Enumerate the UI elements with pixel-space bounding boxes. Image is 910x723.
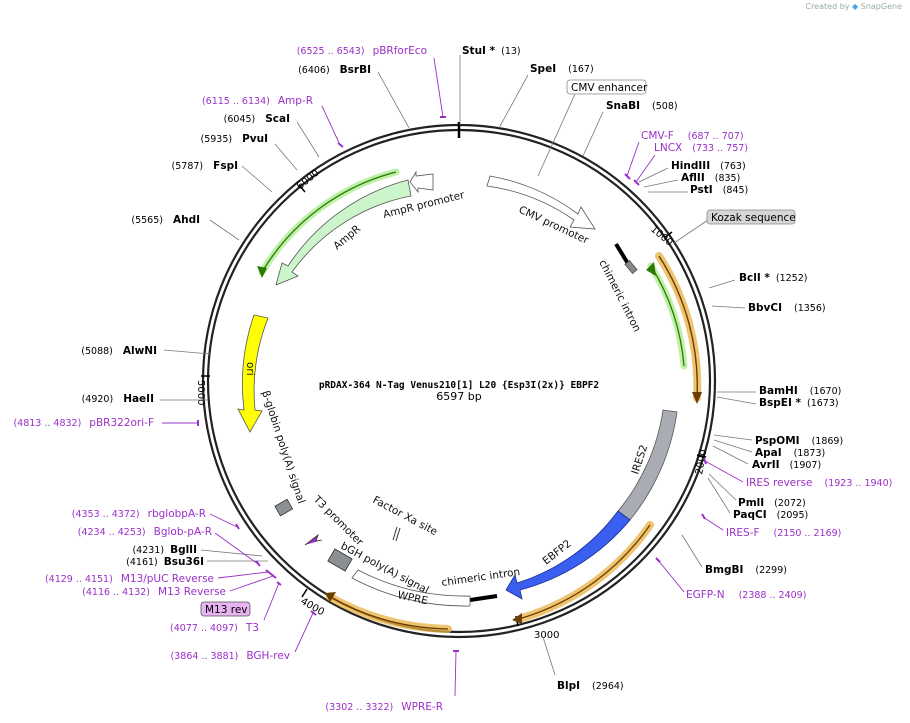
- site-pspomi[interactable]: PspOMI(1869): [755, 435, 843, 447]
- cmv-enhancer-leader: [537, 93, 576, 177]
- m13rev-box[interactable]: [200, 601, 251, 617]
- beta-globin-feature[interactable]: [274, 498, 294, 517]
- primer-cmv-f[interactable]: CMV-F(687 .. 707): [641, 130, 744, 142]
- ires2-feature[interactable]: [617, 409, 678, 521]
- wpre-orf-arrowhead: [325, 592, 336, 602]
- site-bglii[interactable]: (4231)BglII: [132, 544, 197, 556]
- site-blpi[interactable]: BlpI(2964): [557, 680, 624, 692]
- primer-m13-puc-reverse[interactable]: (4129 .. 4151)M13/pUC Reverse: [45, 573, 214, 585]
- site-bmgbi[interactable]: BmgBI(2299): [705, 564, 787, 576]
- primer-m13-reverse[interactable]: (4116 .. 4132)M13 Reverse: [82, 586, 226, 598]
- kozak-label: Kozak sequence: [711, 212, 796, 224]
- site-aflii[interactable]: AflII(835): [681, 172, 740, 184]
- ebfp2-feature[interactable]: [505, 510, 631, 600]
- kozak-box[interactable]: [706, 209, 796, 225]
- primer-leaders: [162, 57, 744, 697]
- primer-ires-reverse[interactable]: IRES reverse(1923 .. 1940): [746, 477, 892, 489]
- wpre-feature[interactable]: [351, 569, 471, 607]
- primer-pbr322ori-f[interactable]: (4813 .. 4832)pBR322ori-F: [13, 417, 154, 429]
- site-ahdi[interactable]: (5565)AhdI: [131, 214, 200, 226]
- m13rev-label: M13 rev: [205, 604, 248, 616]
- site-bbvci[interactable]: BbvCI(1356): [748, 302, 826, 314]
- ruler-label-5000: 5000: [195, 380, 206, 405]
- venus-orf-arrowhead: [692, 392, 702, 404]
- site-bsu36i[interactable]: (4161)Bsu36I: [126, 556, 204, 568]
- cmv-promoter-feature[interactable]: [486, 175, 596, 230]
- venus-inner-arrowhead: [646, 262, 656, 276]
- primer-egfp-n[interactable]: EGFP-N(2388 .. 2409): [686, 589, 806, 601]
- site-stui[interactable]: StuI *(13): [462, 45, 521, 57]
- site-avrii[interactable]: AvrII(1907): [752, 459, 821, 471]
- ruler-label-6000: 6000: [295, 168, 322, 193]
- beta-globin-label: β-globin poly(A) signal: [259, 389, 307, 505]
- ampr-promoter-feature[interactable]: [409, 170, 434, 194]
- venus-inner-line: [650, 265, 685, 367]
- ori-label: ori: [244, 362, 256, 376]
- factor-xa-label: Factor Xa site: [371, 494, 440, 538]
- wpre-orf-line: [329, 596, 449, 630]
- primer-amp-r[interactable]: (6115 .. 6134)Amp-R: [202, 95, 313, 107]
- credit-brand: SnapGene: [860, 2, 902, 11]
- site-bcli[interactable]: BclI *(1252): [739, 272, 807, 284]
- site-hindiii[interactable]: HindIII(763): [671, 160, 746, 172]
- site-pmli[interactable]: PmlI(2072): [738, 497, 806, 509]
- bgh-polya-feature[interactable]: [327, 548, 353, 572]
- ruler-label-1000: 1000: [648, 224, 675, 249]
- site-spei[interactable]: SpeI(167): [530, 63, 594, 75]
- egfp-orf-arrowhead: [512, 613, 522, 624]
- primer-t3[interactable]: (4077 .. 4097)T3: [170, 622, 259, 634]
- factor-xa-mark[interactable]: [392, 526, 398, 541]
- venus-orf-line: [658, 255, 698, 399]
- ruler-label-3000: 3000: [534, 630, 559, 641]
- site-pvui[interactable]: (5935)PvuI: [200, 133, 268, 145]
- factor-xa-mark-2: [395, 527, 401, 542]
- site-snabi[interactable]: SnaBI(508): [606, 100, 678, 112]
- primer-pbrforeco[interactable]: (6525 .. 6543)pBRforEco: [297, 45, 427, 57]
- primer-bglob-pa-r[interactable]: (4234 .. 4253)Bglob-pA-R: [78, 526, 212, 538]
- ampr-feature[interactable]: [275, 179, 412, 286]
- primer-lncx[interactable]: LNCX(733 .. 757): [654, 142, 748, 154]
- ampr-orf-arrowhead: [257, 266, 267, 278]
- primer-ires-f[interactable]: IRES-F(2150 .. 2169): [726, 527, 841, 539]
- site-fspi[interactable]: (5787)FspI: [172, 160, 238, 172]
- site-haeii[interactable]: (4920)HaeII: [82, 393, 154, 405]
- site-apai[interactable]: ApaI(1873): [755, 447, 825, 459]
- primer-wpre-r[interactable]: (3302 .. 3322)WPRE-R: [325, 701, 443, 713]
- site-alwni[interactable]: (5088)AlwNI: [81, 345, 157, 357]
- plasmid-length: 6597 bp: [436, 390, 481, 403]
- venus-inner-feature[interactable]: [647, 262, 688, 370]
- site-leaders: [160, 55, 757, 676]
- site-bsrbi[interactable]: (6406)BsrBI: [298, 64, 371, 76]
- credit-prefix: Created by: [805, 2, 850, 11]
- ruler-ticks: [201, 184, 707, 627]
- site-paqci[interactable]: PaqCI(2095): [733, 509, 808, 521]
- snapgene-logo-icon: ◆: [852, 2, 859, 11]
- cmv-enhancer-label: CMV enhancer: [571, 82, 648, 94]
- site-bamhi[interactable]: BamHI(1670): [759, 385, 841, 397]
- t3-promoter-feature[interactable]: [304, 533, 323, 546]
- cmv-enhancer-box[interactable]: [566, 79, 647, 95]
- site-bspei[interactable]: BspEI *(1673): [759, 397, 839, 409]
- chimeric-intron-1-box: [624, 260, 638, 274]
- plasmid-name: pRDAX-364 N-Tag Venus210[1] L20 {Esp3I(2…: [319, 380, 599, 391]
- kozak-leader: [673, 219, 709, 244]
- site-scai[interactable]: (6045)ScaI: [224, 113, 290, 125]
- egfp-orf-line: [521, 524, 651, 619]
- primer-bgh-rev[interactable]: (3864 .. 3881)BGH-rev: [171, 650, 290, 662]
- ori-feature[interactable]: [237, 314, 269, 433]
- ruler-label-2000: 2000: [694, 449, 709, 476]
- primer-rbglobpa-r[interactable]: (4353 .. 4372)rbglobpA-R: [72, 508, 206, 520]
- snapgene-credit: Created by ◆ SnapGene: [805, 2, 902, 11]
- ampr-orf-line: [261, 171, 397, 273]
- chimeric-intron-2-feature[interactable]: [469, 594, 498, 602]
- site-psti[interactable]: PstI(845): [690, 184, 748, 196]
